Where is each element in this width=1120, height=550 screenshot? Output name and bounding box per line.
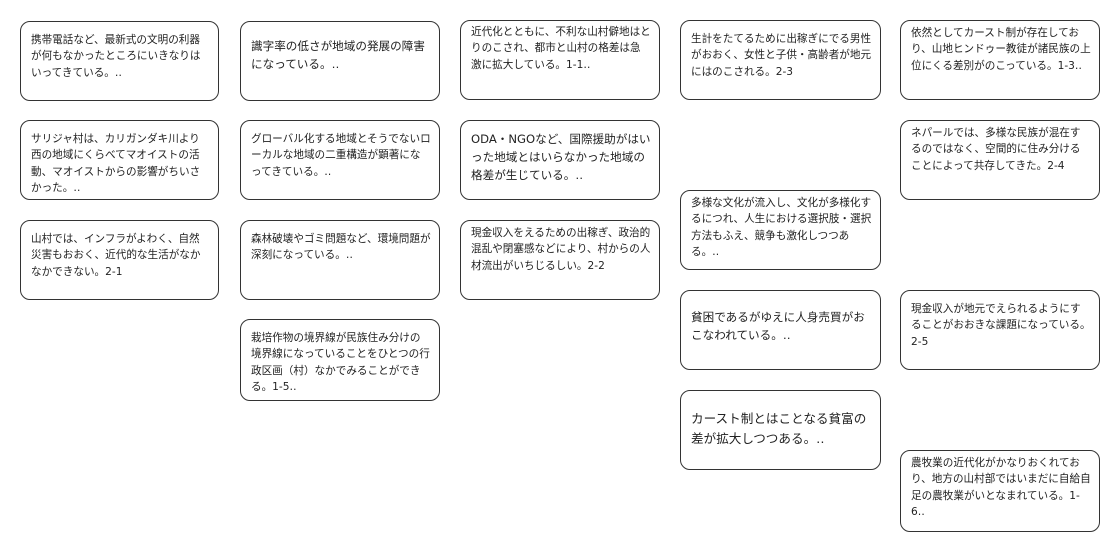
issue-card-text: 森林破壊やゴミ問題など、環境問題が深刻になっている。‥ [251, 233, 431, 262]
issue-card-text: 貧困であるがゆえに人身売買がおこなわれている。‥ [691, 310, 865, 342]
issue-card-15: 依然としてカースト制が存在しており、山地ヒンドゥー教徒が諸民族の上位にくる差別が… [900, 20, 1100, 100]
issue-card-9: ODA・NGOなど、国際援助がはいった地域とはいらなかった地域の格差が生じている… [460, 120, 660, 200]
issue-card-11: 生計をたてるために出稼ぎにでる男性がおおく、女性と子供・高齢者が地元にはのこされ… [680, 20, 881, 100]
issue-card-17: 現金収入が地元でえられるようにすることがおおきな課題になっている。2-5 [900, 290, 1100, 370]
issue-card-text: ネパールでは、多様な民族が混在するのではなく、空間的に住み分けることによって共存… [911, 127, 1081, 172]
issue-card-text: カースト制とはことなる貧富の差が拡大しつつある。‥ [691, 411, 867, 446]
issue-card-text: サリジャ村は、カリガンダキ川より西の地域にくらべてマオイストの活動、マオイストか… [31, 133, 201, 195]
issue-card-1: 携帯電話など、最新式の文明の利器が何もなかったところにいきなりはいってきている。… [20, 21, 219, 101]
issue-card-text: 携帯電話など、最新式の文明の利器が何もなかったところにいきなりはいってきている。… [31, 34, 201, 79]
issue-card-2: サリジャ村は、カリガンダキ川より西の地域にくらべてマオイストの活動、マオイストか… [20, 120, 219, 200]
issue-card-6: 森林破壊やゴミ問題など、環境問題が深刻になっている。‥ [240, 220, 440, 300]
issue-card-4: 識字率の低さが地域の発展の障害になっている。‥ [240, 21, 440, 101]
issue-card-13: 貧困であるがゆえに人身売買がおこなわれている。‥ [680, 290, 881, 370]
issue-card-3: 山村では、インフラがよわく、自然災害もおおく、近代的な生活がなかなかできない。2… [20, 220, 219, 300]
issue-card-text: グローバル化する地域とそうでないローカルな地域の二重構造が顕著になってきている。… [251, 133, 431, 178]
issue-card-text: 識字率の低さが地域の発展の障害になっている。‥ [251, 39, 425, 71]
issue-card-text: 栽培作物の境界線が民族住み分けの境界線になっていることをひとつの行政区画（村）な… [251, 332, 430, 394]
issue-card-text: 現金収入が地元でえられるようにすることがおおきな課題になっている。2-5 [911, 303, 1091, 348]
issue-card-text: 農牧業の近代化がかなりおくれており、地方の山村部ではいまだに自給自足の農牧業がい… [911, 457, 1091, 519]
issue-card-text: 依然としてカースト制が存在しており、山地ヒンドゥー教徒が諸民族の上位にくる差別が… [911, 27, 1091, 72]
issue-card-14: カースト制とはことなる貧富の差が拡大しつつある。‥ [680, 390, 881, 470]
issue-card-12: 多様な文化が流入し、文化が多様化するにつれ、人生における選択肢・選択方法もふえ、… [680, 190, 881, 270]
issue-card-10: 現金収入をえるための出稼ぎ、政治的混乱や閉塞感などにより、村からの人材流出がいち… [460, 220, 660, 300]
issue-card-text: 山村では、インフラがよわく、自然災害もおおく、近代的な生活がなかなかできない。2… [31, 233, 201, 278]
issue-card-18: 農牧業の近代化がかなりおくれており、地方の山村部ではいまだに自給自足の農牧業がい… [900, 450, 1100, 532]
issue-card-text: 生計をたてるために出稼ぎにでる男性がおおく、女性と子供・高齢者が地元にはのこされ… [691, 33, 872, 78]
issue-card-text: 多様な文化が流入し、文化が多様化するにつれ、人生における選択肢・選択方法もふえ、… [691, 197, 872, 259]
issue-card-5: グローバル化する地域とそうでないローカルな地域の二重構造が顕著になってきている。… [240, 120, 440, 200]
issue-card-text: 現金収入をえるための出稼ぎ、政治的混乱や閉塞感などにより、村からの人材流出がいち… [471, 227, 651, 272]
issue-card-8: 近代化とともに、不利な山村僻地はとりのこされ、都市と山村の格差は急激に拡大してい… [460, 20, 660, 100]
issue-card-7: 栽培作物の境界線が民族住み分けの境界線になっていることをひとつの行政区画（村）な… [240, 319, 440, 401]
issue-card-16: ネパールでは、多様な民族が混在するのではなく、空間的に住み分けることによって共存… [900, 120, 1100, 200]
issue-card-text: ODA・NGOなど、国際援助がはいった地域とはいらなかった地域の格差が生じている… [471, 132, 651, 182]
issue-card-text: 近代化とともに、不利な山村僻地はとりのこされ、都市と山村の格差は急激に拡大してい… [471, 26, 651, 71]
